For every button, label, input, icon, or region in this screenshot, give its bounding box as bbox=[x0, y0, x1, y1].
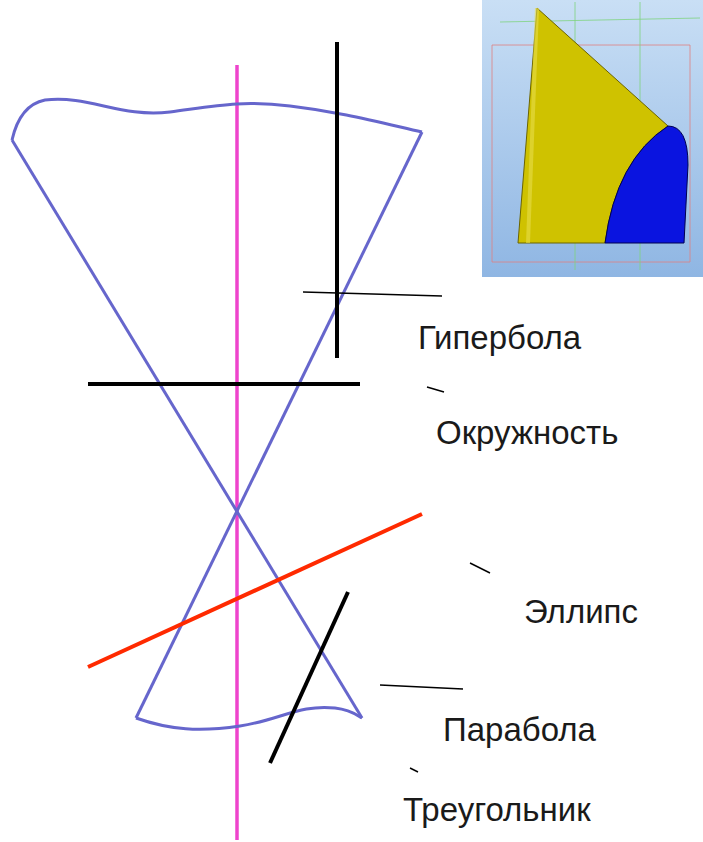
parabola-plane bbox=[270, 592, 348, 763]
circle-plane bbox=[88, 382, 360, 386]
section-label: Гипербола bbox=[418, 319, 581, 357]
leader-line bbox=[303, 292, 442, 296]
section-label: Эллипс bbox=[524, 593, 638, 631]
leader-line bbox=[410, 768, 418, 772]
leader-line bbox=[380, 685, 463, 689]
inset-3d-view bbox=[482, 0, 703, 277]
leader-lines bbox=[303, 292, 490, 772]
wireframe-line bbox=[500, 2, 700, 270]
cone-rim bbox=[12, 99, 422, 140]
hyperbola-plane bbox=[335, 42, 339, 358]
cone-rim bbox=[136, 707, 362, 729]
ellipse-plane bbox=[88, 514, 422, 667]
cone-axis bbox=[235, 65, 239, 840]
leader-line bbox=[427, 387, 444, 392]
cone-generator bbox=[136, 132, 422, 718]
leader-line bbox=[470, 563, 490, 573]
section-label: Окружность bbox=[436, 414, 618, 452]
inset-background bbox=[482, 0, 703, 277]
cone-generator bbox=[12, 140, 362, 718]
section-label: Треугольник bbox=[403, 791, 591, 829]
hyperbola-section bbox=[605, 126, 688, 243]
section-label: Парабола bbox=[443, 711, 596, 749]
cone-highlight bbox=[528, 8, 537, 243]
